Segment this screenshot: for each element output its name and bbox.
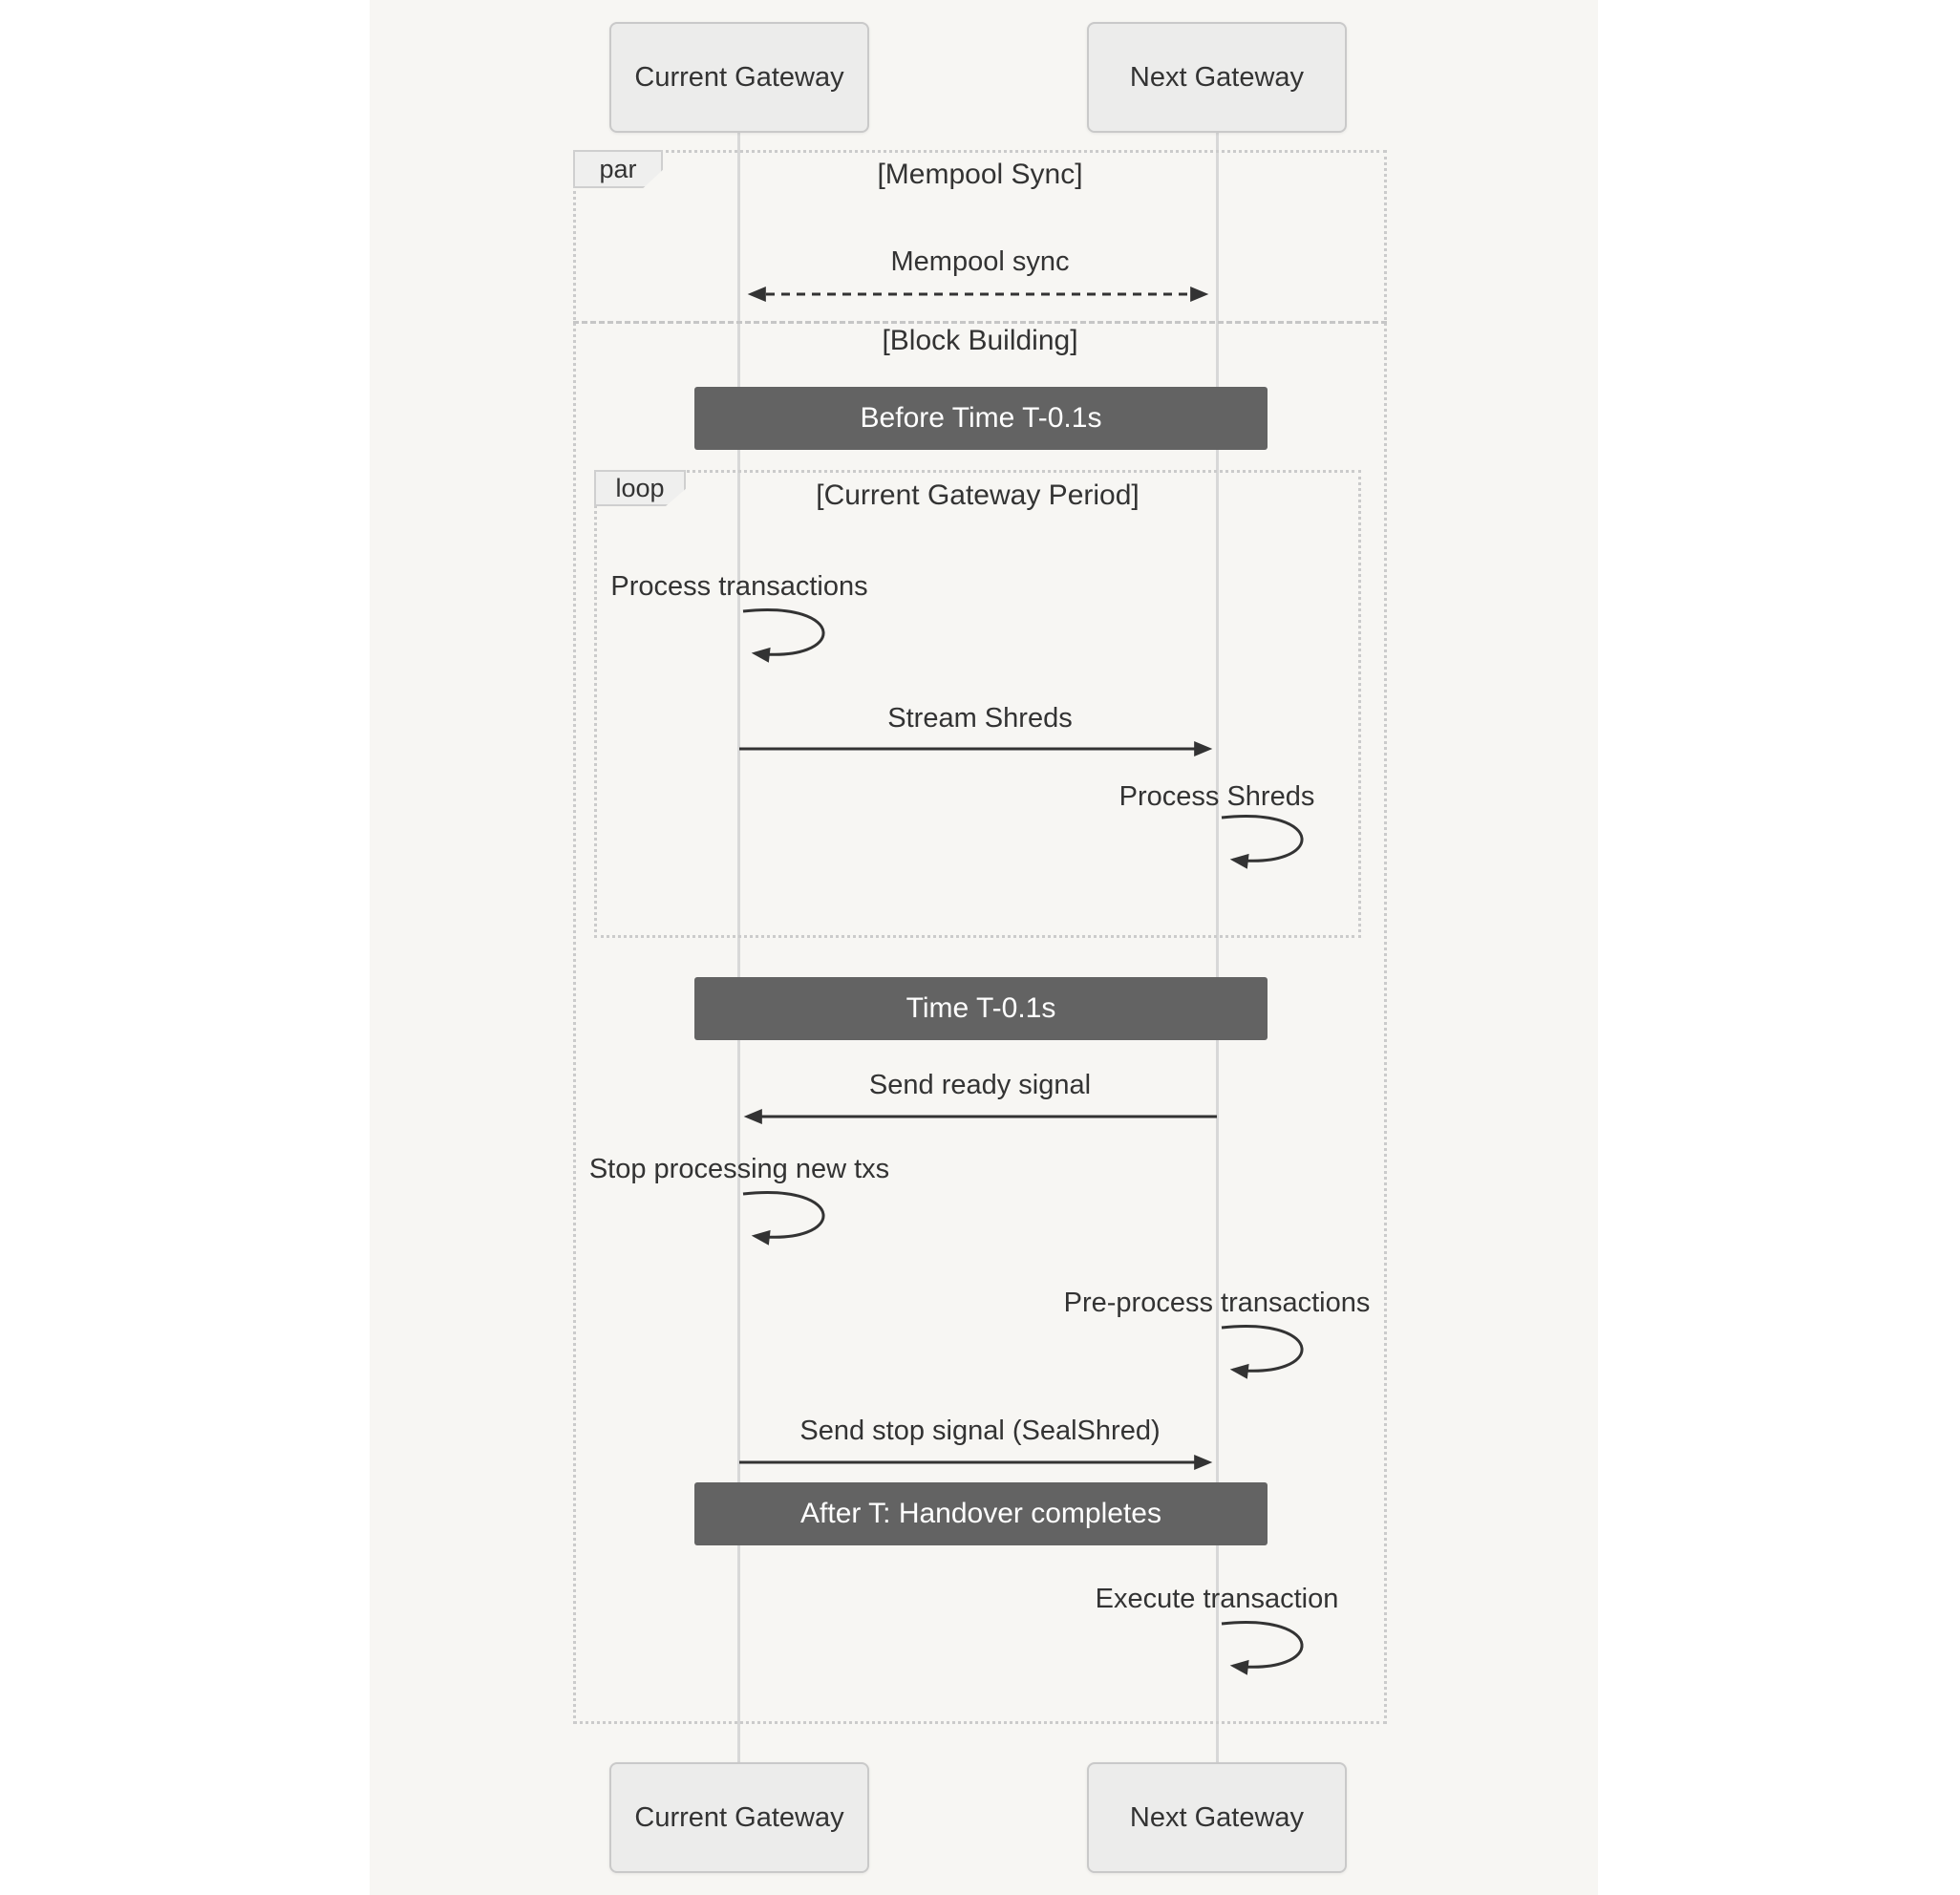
par-section-divider — [573, 321, 1387, 324]
loop-label-tab: loop — [594, 470, 686, 506]
actor-label: Next Gateway — [1129, 61, 1305, 93]
par-section-label-block-building: [Block Building] — [882, 325, 1078, 356]
self-arrow-pre-process-transactions — [1221, 1325, 1304, 1379]
message-label-execute-transaction: Execute transaction — [1095, 1584, 1339, 1614]
actor-bottom-next-gateway: Next Gateway — [1087, 1762, 1347, 1873]
par-frame — [573, 150, 1387, 1724]
message-label-mempool-sync: Mempool sync — [890, 246, 1070, 277]
message-label-pre-process-transactions: Pre-process transactions — [1063, 1288, 1371, 1318]
self-arrow-stop-processing — [742, 1191, 825, 1246]
actor-label: Next Gateway — [1129, 1801, 1305, 1833]
message-label-process-transactions: Process transactions — [610, 571, 868, 602]
note-band-before-time: Before Time T-0.1s — [694, 387, 1268, 450]
lifeline-next-gateway — [1216, 133, 1219, 1762]
loop-condition-label: [Current Gateway Period] — [816, 479, 1140, 511]
self-arrow-process-shreds — [1221, 815, 1304, 869]
self-arrow-execute-transaction — [1221, 1621, 1304, 1675]
note-band-time: Time T-0.1s — [694, 977, 1268, 1040]
message-label-send-stop-signal: Send stop signal (SealShred) — [799, 1416, 1161, 1446]
par-label: par — [599, 154, 637, 183]
actor-label: Current Gateway — [634, 1801, 844, 1833]
message-label-stream-shreds: Stream Shreds — [887, 703, 1073, 734]
note-band-after-time: After T: Handover completes — [694, 1482, 1268, 1545]
par-section-label-mempool-sync: [Mempool Sync] — [877, 159, 1083, 190]
self-arrow-process-transactions — [742, 608, 825, 663]
message-label-process-shreds: Process Shreds — [1118, 781, 1315, 812]
message-label-stop-processing: Stop processing new txs — [588, 1154, 890, 1184]
actor-top-current-gateway: Current Gateway — [609, 22, 869, 133]
actor-bottom-current-gateway: Current Gateway — [609, 1762, 869, 1873]
message-label-send-ready-signal: Send ready signal — [868, 1070, 1092, 1100]
lifeline-current-gateway — [737, 133, 740, 1762]
actor-label: Current Gateway — [634, 61, 844, 93]
par-label-tab: par — [573, 150, 663, 188]
actor-top-next-gateway: Next Gateway — [1087, 22, 1347, 133]
loop-frame — [594, 470, 1361, 938]
loop-label: loop — [615, 473, 665, 502]
